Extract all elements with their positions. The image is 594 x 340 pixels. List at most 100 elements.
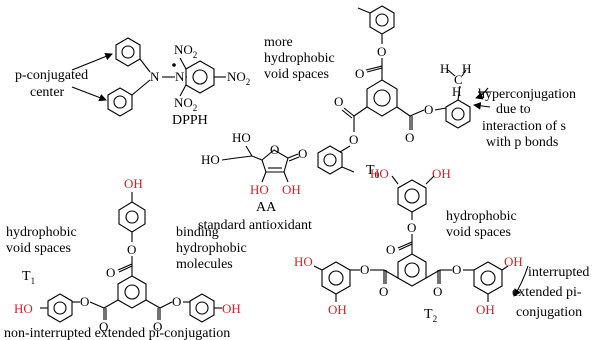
interrupted-line1: interrupted — [528, 265, 589, 280]
hyperconjugation-line1: hyperconjugation — [478, 87, 576, 102]
interrupted-line2: extended pi- — [512, 285, 582, 300]
aromatic-circle — [328, 270, 344, 286]
nitro-group-right: NO2 — [227, 69, 250, 87]
carbonyl-oxygen: O — [153, 319, 162, 334]
t0-structure: more hydrophobic void spaces O O O O C H… — [264, 5, 576, 180]
methyl-hydrogen: H — [462, 61, 471, 76]
carbonyl-oxygen: O — [386, 242, 395, 257]
t2-top-resorcinol-ring — [397, 179, 427, 213]
ester-oxygen: O — [349, 132, 358, 147]
aromatic-circle — [451, 107, 465, 121]
dpph-nitrogen-1: N — [150, 69, 160, 84]
hyperconjugation-line2: due to — [496, 102, 531, 117]
t1-hydrophobic-line2: void spaces — [6, 241, 71, 256]
ester-oxygen: O — [424, 102, 433, 117]
more-hydrophobic-line2: hydrophobic — [264, 51, 335, 66]
aa-carbonyl-oxygen: O — [298, 146, 307, 161]
ester-oxygen: O — [452, 262, 461, 277]
aromatic-circle — [375, 13, 389, 27]
t1-hydroxyl-left: HO — [14, 301, 33, 316]
t1-left-phenol-ring — [47, 293, 73, 323]
ester-oxygen: O — [172, 294, 181, 309]
carbonyl-oxygen: O — [355, 66, 364, 81]
dpph-picryl-ring — [185, 60, 215, 94]
t2-right-resorcinol-ring — [473, 261, 503, 295]
more-hydrophobic-line1: more — [264, 35, 293, 50]
ester-oxygen: O — [407, 220, 416, 235]
carbonyl-oxygen: O — [334, 94, 343, 109]
t2-hydroxyl-left-lower: OH — [328, 302, 347, 317]
carbonyl-oxygen: O — [379, 284, 388, 299]
aromatic-circle — [323, 153, 337, 167]
interrupted-line3: conjugation — [516, 305, 582, 320]
aromatic-circle — [125, 210, 139, 224]
binding-line3: molecules — [176, 257, 233, 272]
carbonyl-oxygen: O — [99, 319, 108, 334]
pointer-arrow — [71, 52, 113, 71]
aromatic-circle — [404, 262, 420, 278]
t1-hydroxyl-top: OH — [124, 176, 143, 191]
aa-ring-oxygen: O — [270, 142, 279, 157]
ester-oxygen: O — [377, 44, 386, 59]
pointer-arrow — [473, 102, 491, 110]
ester-oxygen: O — [360, 262, 369, 277]
t1-top-phenol-ring — [118, 201, 146, 233]
carbonyl-oxygen: O — [405, 130, 414, 145]
t0-right-tolyl-ring — [445, 99, 471, 129]
hyperconjugation-line3: interaction of s — [482, 119, 566, 134]
aa-label: AA — [256, 200, 277, 215]
aromatic-circle — [113, 95, 127, 109]
t2-left-resorcinol-ring — [321, 261, 351, 295]
t2-hydroxyl-right-lower: OH — [476, 302, 495, 317]
t2-hydroxyl-top-left: HO — [370, 166, 389, 181]
t2-hydroxyl-right-upper: OH — [504, 254, 523, 269]
pointer-arrow — [513, 265, 529, 297]
t1-label: T1 — [22, 269, 35, 286]
aromatic-circle — [373, 89, 391, 107]
non-interrupted-label: non-interrupted extended pi-conjugation — [4, 326, 230, 340]
ester-oxygen: O — [80, 294, 89, 309]
t2-hydrophobic-line1: hydrophobic — [446, 209, 517, 224]
aromatic-circle — [53, 301, 67, 315]
dpph-phenyl-ring-bottom — [107, 87, 133, 117]
pointer-arrow — [475, 87, 489, 100]
ascorbic-acid-structure: HO HO O O HO OH AA standard antioxidant — [198, 130, 312, 233]
ester-oxygen: O — [127, 242, 136, 257]
dpph-nitrogen-2: N — [175, 69, 185, 84]
carbonyl-oxygen: O — [433, 284, 442, 299]
nitro-group-top: NO2 — [174, 42, 197, 60]
t2-hydroxyl-top-right: OH — [432, 166, 451, 181]
methyl-hydrogen: H — [452, 84, 461, 99]
aa-hydroxyl-red-left: HO — [250, 182, 269, 197]
t0-top-tolyl-ring — [369, 5, 395, 35]
aromatic-circle — [192, 69, 208, 85]
nitro-group-bottom: NO2 — [174, 95, 197, 113]
t1-central-ring — [117, 275, 147, 309]
aromatic-circle — [124, 284, 140, 300]
t2-hydroxyl-left-upper: HO — [294, 254, 313, 269]
radical-dot — [172, 63, 176, 67]
t1-hydroxyl-right: OH — [222, 301, 241, 316]
t1-right-phenol-ring — [189, 293, 215, 323]
t0-central-ring — [366, 79, 398, 117]
dpph-phenyl-ring-top — [115, 37, 141, 67]
t1-structure: OH O O O O HO O O OH hydrophobi — [4, 176, 247, 340]
aromatic-circle — [404, 188, 420, 204]
pointer-arrow — [71, 86, 107, 102]
t0-label: T0 — [366, 163, 380, 180]
aa-lactone-ring — [261, 149, 289, 173]
t1-hydrophobic-line1: hydrophobic — [6, 225, 77, 240]
t2-hydrophobic-line2: void spaces — [446, 225, 511, 240]
methyl-carbon: C — [454, 72, 463, 87]
aa-hydroxyl-top: HO — [232, 130, 251, 145]
aa-hydroxyl-red-right: OH — [282, 182, 301, 197]
aromatic-circle — [121, 45, 135, 59]
hyperconjugation-line4: with p bonds — [486, 135, 558, 150]
t0-left-tolyl-ring — [317, 145, 343, 175]
dpph-label: DPPH — [172, 113, 208, 128]
p-conjugated-label-line2: center — [30, 85, 65, 100]
carbonyl-oxygen: O — [106, 265, 115, 280]
standard-antioxidant-label: standard antioxidant — [198, 218, 312, 233]
aa-hydroxyl-left: HO — [201, 152, 220, 167]
